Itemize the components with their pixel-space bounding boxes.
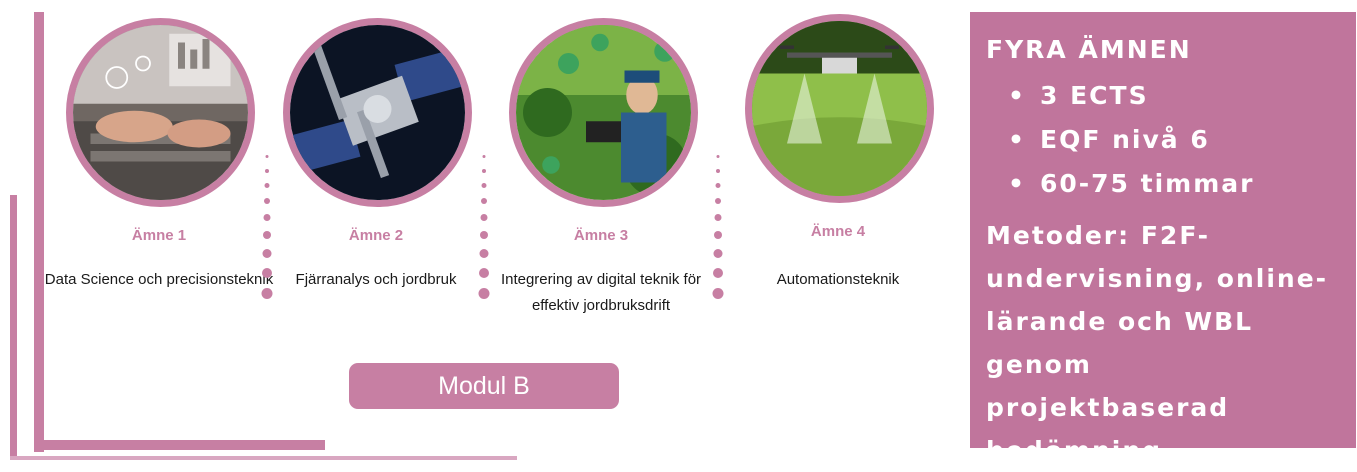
topic-3-desc: Integrering av digital teknik för effekt… <box>500 271 702 314</box>
frame-line-horizontal-outer <box>10 456 517 460</box>
topic-3-image <box>509 18 698 207</box>
topic-1-desc: Data Science och precisionsteknik <box>44 271 274 288</box>
module-label: Modul B <box>349 363 619 409</box>
info-title: FYRA ÄMNEN <box>986 35 1192 64</box>
info-list: 3 ECTS EQF nivå 6 60-75 timmar <box>986 74 1344 206</box>
topic-2-desc: Fjärranalys och jordbruk <box>295 271 457 288</box>
topic-2-label: Ämne 2 <box>348 227 404 244</box>
frame-line-vertical <box>34 12 44 452</box>
topic-1-image <box>66 18 255 207</box>
topic-4-desc: Automationsteknik <box>776 271 900 288</box>
info-item: 60-75 timmar <box>1008 162 1344 206</box>
frame-line-horizontal <box>34 440 325 450</box>
topic-1-label: Ämne 1 <box>131 227 187 244</box>
info-item: EQF nivå 6 <box>1008 118 1344 162</box>
topic-4-label: Ämne 4 <box>810 223 866 240</box>
topic-3-label: Ämne 3 <box>573 227 629 244</box>
topic-4-image <box>745 14 934 203</box>
separator-dots-3 <box>712 155 724 315</box>
separator-dots-2 <box>478 155 490 315</box>
info-item: 3 ECTS <box>1008 74 1344 118</box>
separator-dots-1 <box>261 155 273 315</box>
frame-line-vertical-outer <box>10 195 17 458</box>
info-methods: Metoder: F2F-undervisning, online-lärand… <box>986 221 1329 465</box>
info-panel: FYRA ÄMNEN 3 ECTS EQF nivå 6 60-75 timma… <box>970 12 1356 465</box>
topic-2-image <box>283 18 472 207</box>
